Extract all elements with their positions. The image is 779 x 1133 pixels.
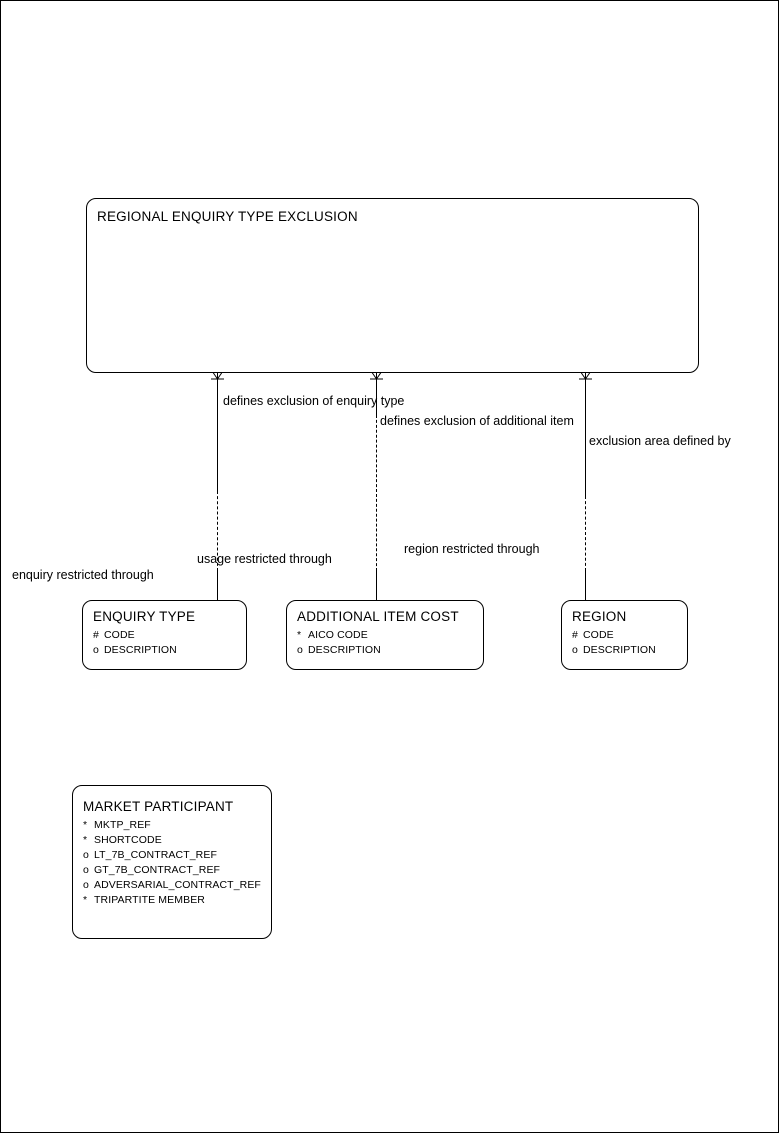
connector-region-lower — [585, 571, 586, 600]
attribute-list: * AICO CODE o DESCRIPTION — [297, 628, 381, 658]
entity-title: ENQUIRY TYPE — [93, 609, 196, 624]
relationship-label-usage-restricted-through: usage restricted through — [197, 552, 332, 566]
attribute-row: * MKTP_REF — [83, 818, 261, 833]
attribute-row: * TRIPARTITE MEMBER — [83, 893, 261, 908]
attribute-label: DESCRIPTION — [104, 644, 177, 656]
attribute-marker: o — [297, 644, 303, 656]
entity-regional-enquiry-type-exclusion[interactable]: REGIONAL ENQUIRY TYPE EXCLUSION — [86, 198, 699, 373]
attribute-marker: * — [83, 894, 88, 906]
relationship-label-enquiry-restricted-through: enquiry restricted through — [12, 568, 154, 582]
attribute-marker: o — [83, 849, 89, 861]
attribute-marker: * — [297, 629, 302, 641]
entity-title: MARKET PARTICIPANT — [83, 799, 234, 814]
entity-region[interactable]: REGION # CODE o DESCRIPTION — [561, 600, 688, 670]
attribute-row: o GT_7B_CONTRACT_REF — [83, 863, 261, 878]
entity-additional-item-cost[interactable]: ADDITIONAL ITEM COST * AICO CODE o DESCRIP… — [286, 600, 484, 670]
connector-enquiry-type-solid — [217, 373, 218, 491]
entity-title: ADDITIONAL ITEM COST — [297, 609, 459, 624]
relationship-label-region-restricted-through: region restricted through — [404, 542, 540, 556]
attribute-row: o LT_7B_CONTRACT_REF — [83, 848, 261, 863]
attribute-row: * SHORTCODE — [83, 833, 261, 848]
entity-enquiry-type[interactable]: ENQUIRY TYPE # CODE o DESCRIPTION — [82, 600, 247, 670]
connector-additional-item-lower — [376, 571, 377, 600]
connector-enquiry-type-lower — [217, 571, 218, 600]
attribute-marker: * — [83, 834, 88, 846]
attribute-marker: # — [572, 629, 578, 641]
attribute-marker: # — [93, 629, 99, 641]
attribute-row: * AICO CODE — [297, 628, 381, 643]
attribute-row: # CODE — [572, 628, 656, 643]
entity-title: REGIONAL ENQUIRY TYPE EXCLUSION — [97, 209, 358, 224]
attribute-label: CODE — [583, 629, 614, 641]
attribute-label: LT_7B_CONTRACT_REF — [94, 849, 217, 861]
attribute-list: # CODE o DESCRIPTION — [572, 628, 656, 658]
attribute-label: GT_7B_CONTRACT_REF — [94, 864, 221, 876]
attribute-list: * MKTP_REF * SHORTCODE o LT_7B_CONTRACT_REF… — [83, 818, 261, 908]
connector-additional-item-solid — [376, 373, 377, 415]
attribute-label: AICO CODE — [308, 629, 368, 641]
relationship-label-defines-exclusion-of-additional-item: defines exclusion of additional item — [380, 414, 574, 428]
attribute-marker: o — [83, 864, 89, 876]
attribute-row: o ADVERSARIAL_CONTRACT_REF — [83, 878, 261, 893]
connector-additional-item-dashed — [376, 415, 377, 571]
attribute-row: # CODE — [93, 628, 177, 643]
attribute-list: # CODE o DESCRIPTION — [93, 628, 177, 658]
attribute-marker: o — [83, 879, 89, 891]
attribute-row: o DESCRIPTION — [93, 643, 177, 658]
connector-region-dashed — [585, 496, 586, 571]
relationship-label-exclusion-area-defined-by: exclusion area defined by — [589, 434, 731, 448]
entity-market-participant[interactable]: MARKET PARTICIPANT * MKTP_REF * SHORTCODE … — [72, 785, 272, 939]
attribute-marker: * — [83, 819, 88, 831]
relationship-label-defines-exclusion-of-enquiry-type: defines exclusion of enquiry type — [223, 394, 405, 408]
attribute-label: DESCRIPTION — [583, 644, 656, 656]
attribute-marker: o — [93, 644, 99, 656]
attribute-label: ADVERSARIAL_CONTRACT_REF — [94, 879, 261, 891]
attribute-row: o DESCRIPTION — [572, 643, 656, 658]
attribute-label: MKTP_REF — [94, 819, 151, 831]
attribute-label: CODE — [104, 629, 135, 641]
connector-region-solid — [585, 373, 586, 496]
entity-title: REGION — [572, 609, 627, 624]
attribute-marker: o — [572, 644, 578, 656]
connector-enquiry-type-dashed — [217, 491, 218, 571]
attribute-label: DESCRIPTION — [308, 644, 381, 656]
attribute-label: SHORTCODE — [94, 834, 162, 846]
attribute-label: TRIPARTITE MEMBER — [94, 894, 205, 906]
attribute-row: o DESCRIPTION — [297, 643, 381, 658]
